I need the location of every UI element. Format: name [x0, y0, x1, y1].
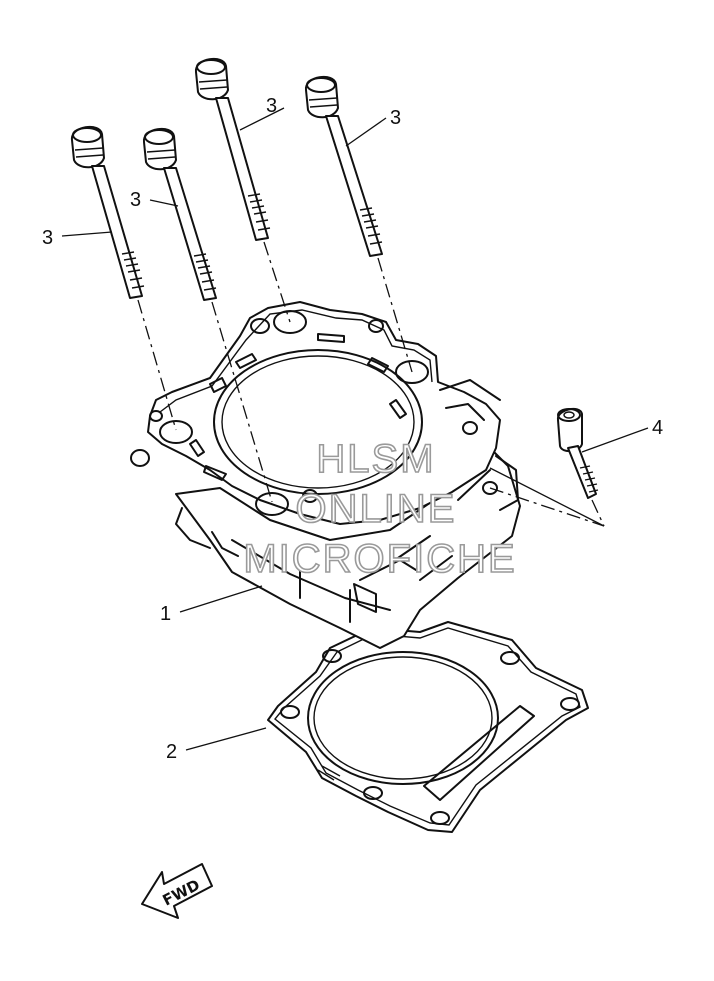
callout-2: 2: [166, 741, 177, 763]
cylinder-gasket[interactable]: [267, 621, 589, 833]
cylinder-block[interactable]: [130, 301, 521, 649]
cylinder-stud-bolt-a[interactable]: [71, 125, 145, 299]
cylinder-stud-bolt-b[interactable]: [143, 127, 217, 301]
cylinder-stud-bolt-d[interactable]: [305, 75, 383, 257]
assembly-center-lines: [137, 241, 605, 527]
watermark-line-3: MICROFICHE: [243, 537, 516, 581]
callout-3-mid-left: 3: [130, 189, 141, 211]
watermark-line-2: ONLINE: [296, 487, 457, 531]
callout-3-mid-right: 3: [266, 95, 277, 117]
callout-3-left: 3: [42, 227, 53, 249]
forward-direction-arrow: FWD: [141, 863, 213, 919]
callout-leaders: [61, 107, 649, 751]
callout-4: 4: [652, 417, 663, 439]
watermark: HLSM ONLINE MICROFICHE: [243, 436, 516, 582]
socket-bolt[interactable]: [556, 407, 605, 527]
callout-3-right: 3: [390, 107, 401, 129]
watermark-line-1: HLSM: [316, 437, 435, 481]
callout-1: 1: [160, 603, 171, 625]
cylinder-stud-bolt-c[interactable]: [195, 57, 271, 241]
